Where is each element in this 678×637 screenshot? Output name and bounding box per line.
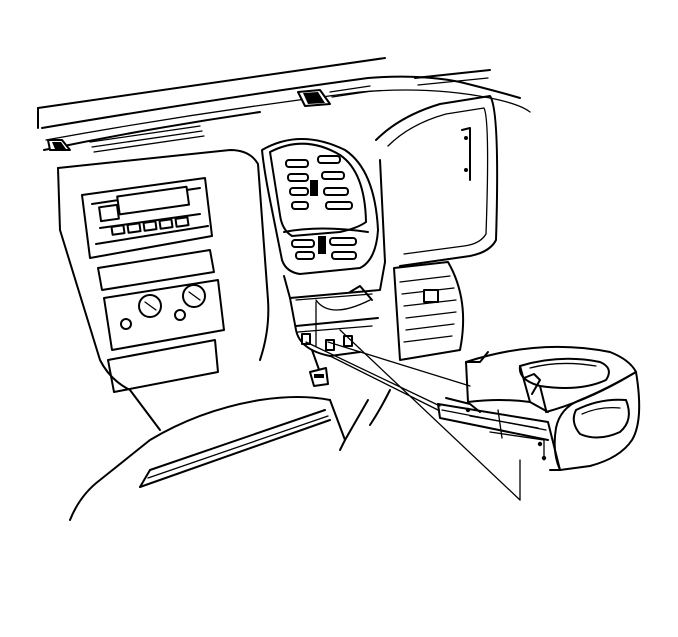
vent-louvers-lower: [291, 236, 357, 260]
defroster-vents: [47, 85, 373, 153]
mounting-bracket: [283, 261, 386, 357]
cup-holder-assembly: [437, 345, 641, 471]
radio: [81, 177, 215, 291]
center-air-vent: [261, 138, 379, 275]
vent-louvers: [285, 155, 353, 210]
side-vent-louvers: [399, 275, 457, 343]
retaining-screw: [309, 349, 329, 387]
instrument-panel: [37, 57, 531, 521]
radio-buttons: [110, 216, 190, 236]
side-air-vent: [375, 95, 499, 361]
installation-guide-lines: [305, 299, 521, 501]
hvac-controls: [103, 279, 225, 393]
